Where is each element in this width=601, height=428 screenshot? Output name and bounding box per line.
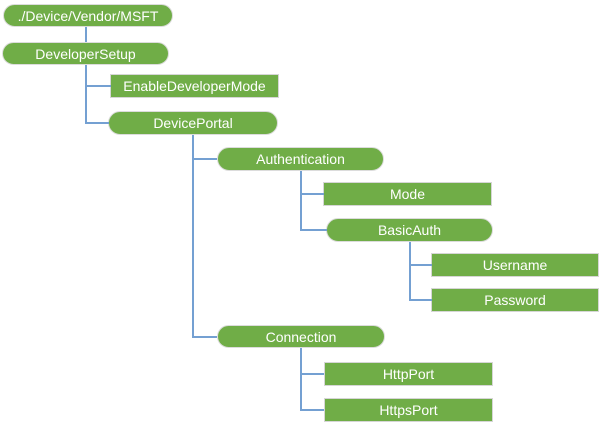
connector-segment	[300, 409, 324, 411]
connector-segment	[192, 336, 217, 338]
tree-node-device-portal: DevicePortal	[108, 111, 278, 135]
tree-node-username: Username	[431, 253, 599, 277]
tree-node-mode: Mode	[323, 182, 492, 206]
connector-segment	[192, 135, 194, 338]
connector-segment	[409, 264, 432, 266]
connector-segment	[300, 348, 302, 411]
tree-node-basic-auth: BasicAuth	[326, 218, 493, 242]
tree-node-enable-developer-mode: EnableDeveloperMode	[110, 74, 279, 98]
connector-segment	[300, 193, 324, 195]
tree-node-http-port: HttpPort	[324, 362, 493, 386]
connector-segment	[85, 85, 111, 87]
tree-node-developer-setup: DeveloperSetup	[2, 42, 169, 65]
connector-segment	[409, 242, 411, 301]
tree-node-root: ./Device/Vendor/MSFT	[3, 4, 173, 27]
connector-segment	[300, 373, 324, 375]
connector-segment	[192, 158, 217, 160]
connector-segment	[300, 229, 327, 231]
connector-segment	[300, 171, 302, 231]
tree-node-authentication: Authentication	[217, 147, 384, 171]
connector-segment	[409, 299, 432, 301]
connector-segment	[85, 27, 87, 42]
tree-node-password: Password	[431, 288, 599, 312]
connector-segment	[85, 65, 87, 124]
tree-node-connection: Connection	[217, 325, 385, 348]
connector-segment	[85, 122, 109, 124]
tree-node-https-port: HttpsPort	[324, 398, 493, 422]
